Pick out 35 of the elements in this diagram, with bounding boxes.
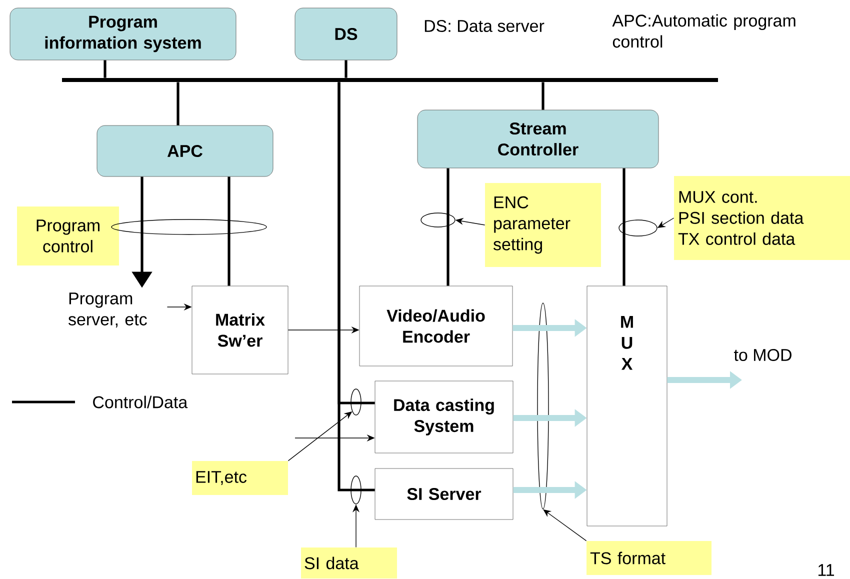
connector-line bbox=[542, 82, 544, 110]
connector-line bbox=[176, 82, 180, 126]
legend-text: DS: Data server bbox=[424, 20, 544, 32]
process-box: DS bbox=[294, 8, 398, 60]
legend-label: Control/Data bbox=[93, 396, 188, 408]
connector-line bbox=[104, 60, 106, 78]
process-box: Matrix Sw’er bbox=[192, 286, 288, 374]
edge-label: to MOD bbox=[734, 348, 792, 362]
connector-line bbox=[344, 60, 348, 78]
connector-line bbox=[228, 176, 230, 286]
bundle-ellipse bbox=[618, 220, 658, 236]
connector-line bbox=[622, 168, 626, 286]
page-number: 11 bbox=[818, 564, 834, 576]
note-text: APC:Automatic program control bbox=[612, 14, 796, 48]
callout-label: MUX cont. PSI section data TX control data bbox=[674, 176, 850, 260]
callout-label: EIT,etc bbox=[192, 461, 288, 495]
process-box: Stream Controller bbox=[417, 110, 659, 168]
callout-label: Program control bbox=[17, 206, 119, 266]
callout-label: ENC parameter setting bbox=[485, 183, 601, 267]
text-label: Program server, etc bbox=[68, 292, 147, 328]
callout-label: SI data bbox=[301, 548, 397, 578]
mux-box: M U X bbox=[586, 286, 668, 526]
process-box: Video/Audio Encoder bbox=[359, 286, 513, 366]
connector-line bbox=[446, 168, 450, 286]
process-box: Program information system bbox=[10, 8, 236, 60]
bundle-ellipse bbox=[537, 302, 549, 510]
bundle-ellipse bbox=[350, 476, 362, 504]
process-box: Data casting System bbox=[374, 380, 514, 454]
process-box: APC bbox=[96, 125, 274, 177]
bundle-ellipse bbox=[111, 219, 267, 235]
bundle-ellipse bbox=[420, 212, 456, 228]
callout-label: TS format bbox=[586, 541, 712, 575]
connector-line bbox=[338, 82, 375, 492]
process-box: SI Server bbox=[374, 468, 514, 520]
bundle-ellipse bbox=[350, 388, 362, 416]
